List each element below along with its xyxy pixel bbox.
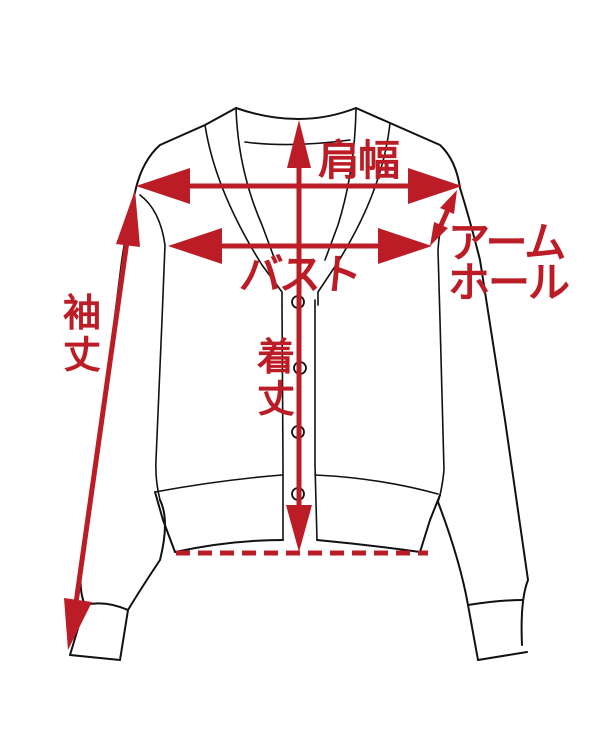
armhole-label-line1: アーム: [448, 218, 566, 267]
bust-label: バスト: [237, 250, 363, 299]
armhole-label-line2: ホール: [448, 258, 570, 307]
body-length-label: 着 丈: [256, 336, 296, 420]
body-length-label-char1: 着: [256, 335, 295, 379]
body-length-label-char2: 丈: [256, 377, 295, 421]
shoulder-width-label: 肩幅: [318, 136, 400, 185]
body-length-arrow: [286, 120, 312, 552]
sleeve-length-label-char1: 袖: [62, 291, 101, 335]
sleeve-length-arrow: [64, 190, 140, 650]
bust-arrow: [168, 228, 432, 264]
sleeve-length-label-char2: 丈: [62, 333, 101, 377]
sleeve-length-label: 袖 丈: [62, 292, 102, 376]
armhole-arrow: [430, 190, 457, 246]
